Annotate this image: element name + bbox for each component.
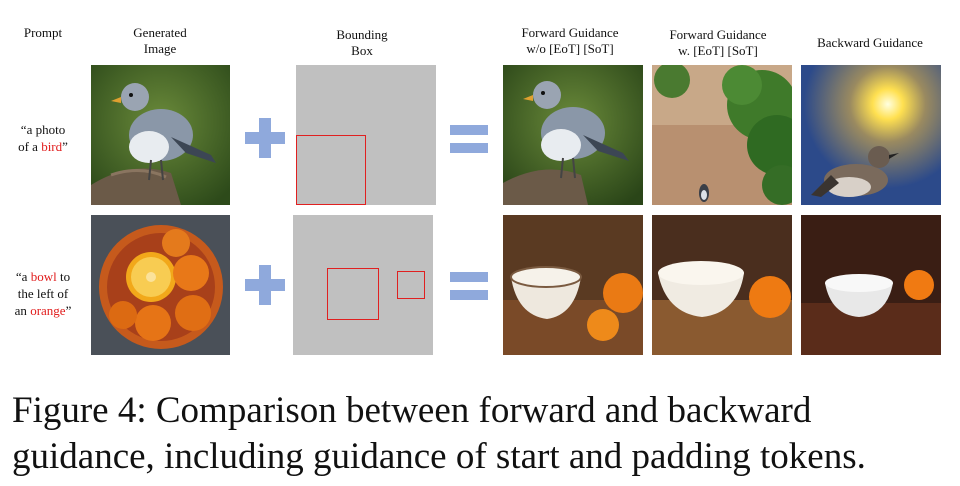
bounding-box-panel-bird bbox=[296, 65, 436, 205]
forward-with-image-bowl bbox=[652, 215, 792, 355]
plus-icon bbox=[245, 118, 285, 158]
header-backward-guidance: Backward Guidance bbox=[817, 35, 923, 50]
bounding-box-orange bbox=[397, 271, 425, 299]
generated-image-bird bbox=[91, 65, 230, 205]
highlight-word-bird: bird bbox=[41, 139, 63, 154]
highlight-word-orange: orange bbox=[30, 303, 66, 318]
generated-image-bowl bbox=[91, 215, 230, 355]
forward-without-image-bird bbox=[503, 65, 643, 205]
equals-icon bbox=[450, 272, 488, 300]
highlight-word-bowl: bowl bbox=[30, 269, 57, 284]
backward-image-bird bbox=[801, 65, 941, 205]
forward-without-image-bowl bbox=[503, 215, 643, 355]
prompt-bird: “a photo of a bird” bbox=[18, 122, 68, 154]
prompt-bowl-orange: “a bowl to the left of an orange” bbox=[14, 269, 72, 318]
forward-with-image-bird bbox=[652, 65, 792, 205]
equals-icon bbox=[450, 125, 488, 153]
backward-image-bowl bbox=[801, 215, 941, 355]
bounding-box-panel-bowl-orange bbox=[293, 215, 433, 355]
header-prompt: Prompt bbox=[23, 25, 63, 40]
figure-caption: Figure 4: Comparison between forward and… bbox=[12, 390, 866, 477]
plus-icon bbox=[245, 265, 285, 305]
bounding-box-bowl bbox=[327, 268, 379, 320]
bounding-box-bird bbox=[296, 135, 366, 205]
